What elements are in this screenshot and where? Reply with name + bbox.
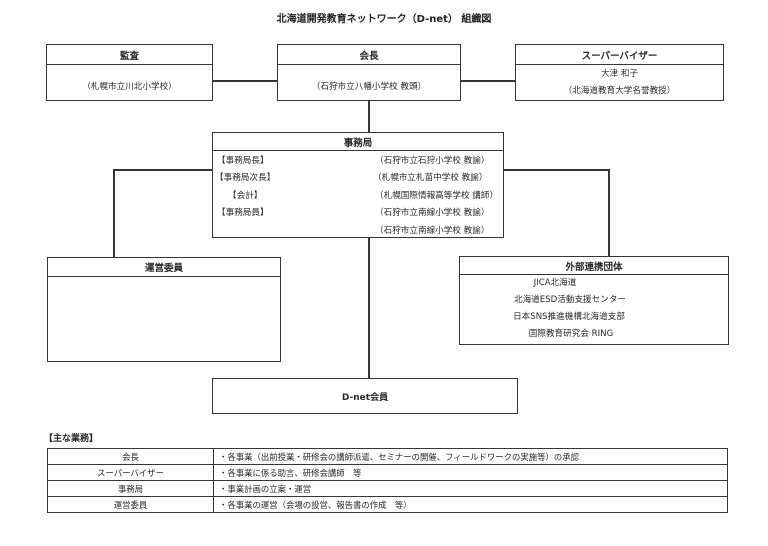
connector-auditor-president xyxy=(212,80,278,82)
connector-secretariat-right xyxy=(502,169,610,171)
auditor-label: 監査 xyxy=(47,45,212,65)
member-role: 【事務局次長】 xyxy=(215,173,276,184)
task-role: 事務局 xyxy=(47,480,214,497)
supervisor-label: スーパーバイザー xyxy=(516,45,723,65)
external-partner-item: JICA北海道 xyxy=(533,278,577,288)
supervisor-name: 大津 和子 xyxy=(600,69,639,79)
external-partners-label: 外部連携団体 xyxy=(460,257,728,275)
external-partner-item: 国際教育研究会 RING xyxy=(528,329,614,339)
supervisor-box: スーパーバイザー 大津 和子 （北海道教育大学名誉教授） xyxy=(515,44,724,101)
connector-president-secretariat xyxy=(368,100,370,133)
external-partner-item: 北海道ESD活動支援センター xyxy=(513,295,627,305)
task-duty: ・各事業の運営（会場の設営、報告書の作成 等） xyxy=(213,496,728,513)
connector-secretariat-members xyxy=(368,237,370,379)
supervisor-affiliation: （北海道教育大学名誉教授） xyxy=(563,86,676,96)
member-role: 【会計】 xyxy=(228,190,263,201)
president-affiliation: （石狩市立八幡小学校 教頭） xyxy=(311,82,427,92)
connector-to-steering xyxy=(113,169,115,258)
auditor-affiliation: （札幌市立川北小学校） xyxy=(82,82,177,92)
task-duty: ・各事業に係る助言、研修会講師 等 xyxy=(213,464,728,481)
external-partner-item: 日本SNS推進機構北海道支部 xyxy=(513,312,625,322)
secretariat-box: 事務局 【事務局長】 （石狩市立石狩小学校 教諭） 【事務局次長】 （札幌市立札… xyxy=(212,132,504,238)
connector-president-supervisor xyxy=(460,80,516,82)
steering-committee-label: 運営委員 xyxy=(48,258,280,277)
task-role: 会長 xyxy=(47,448,214,465)
member-affiliation: （石狩市立石狩小学校 教諭） xyxy=(375,155,490,166)
secretariat-member-row: 【会計】 （札幌国際情報高等学校 講師） xyxy=(213,186,503,204)
member-affiliation: （札幌市立札苗中学校 教諭） xyxy=(373,173,488,184)
table-row: 運営委員 ・各事業の運営（会場の設営、報告書の作成 等） xyxy=(47,496,728,513)
president-label: 会長 xyxy=(278,45,460,65)
member-affiliation: （札幌国際情報高等学校 講師） xyxy=(375,190,499,201)
member-role: 【事務局員】 xyxy=(217,208,269,219)
task-role: 運営委員 xyxy=(47,496,214,513)
secretariat-member-row: （石狩市立南線小学校 教諭） xyxy=(213,221,503,239)
table-row: スーパーバイザー ・各事業に係る助言、研修会講師 等 xyxy=(47,464,728,481)
auditor-box: 監査 （札幌市立川北小学校） xyxy=(46,44,213,101)
members-label: D-net会員 xyxy=(341,392,389,403)
main-tasks-heading: 【主な業務】 xyxy=(44,434,99,444)
connector-secretariat-left xyxy=(113,169,213,171)
connector-to-external xyxy=(608,169,610,257)
task-duty: ・事業計画の立案・運営 xyxy=(213,480,728,497)
members-box: D-net会員 xyxy=(212,378,518,414)
external-partners-box: 外部連携団体 JICA北海道 北海道ESD活動支援センター 日本SNS推進機構北… xyxy=(459,256,729,345)
secretariat-member-row: 【事務局長】 （石狩市立石狩小学校 教諭） xyxy=(213,151,503,169)
task-duty: ・各事業（出前授業・研修会の講師派遣、セミナーの開催、フィールドワークの実施等）… xyxy=(213,448,728,465)
secretariat-member-row: 【事務局員】 （石狩市立南線小学校 教諭） xyxy=(213,204,503,222)
member-role: 【事務局長】 xyxy=(217,155,269,166)
president-box: 会長 （石狩市立八幡小学校 教頭） xyxy=(277,44,461,101)
table-row: 会長 ・各事業（出前授業・研修会の講師派遣、セミナーの開催、フィールドワークの実… xyxy=(47,448,728,465)
table-row: 事務局 ・事業計画の立案・運営 xyxy=(47,480,728,497)
main-tasks-table: 会長 ・各事業（出前授業・研修会の講師派遣、セミナーの開催、フィールドワークの実… xyxy=(47,448,728,513)
task-role: スーパーバイザー xyxy=(47,464,214,481)
secretariat-label: 事務局 xyxy=(213,133,503,151)
secretariat-member-row: 【事務局次長】 （札幌市立札苗中学校 教諭） xyxy=(213,169,503,187)
member-affiliation: （石狩市立南線小学校 教諭） xyxy=(375,208,490,219)
steering-committee-box: 運営委員 xyxy=(47,257,281,362)
member-affiliation: （石狩市立南線小学校 教諭） xyxy=(375,225,490,236)
chart-title: 北海道開発教育ネットワーク（D-net） 組織図 xyxy=(276,14,492,25)
